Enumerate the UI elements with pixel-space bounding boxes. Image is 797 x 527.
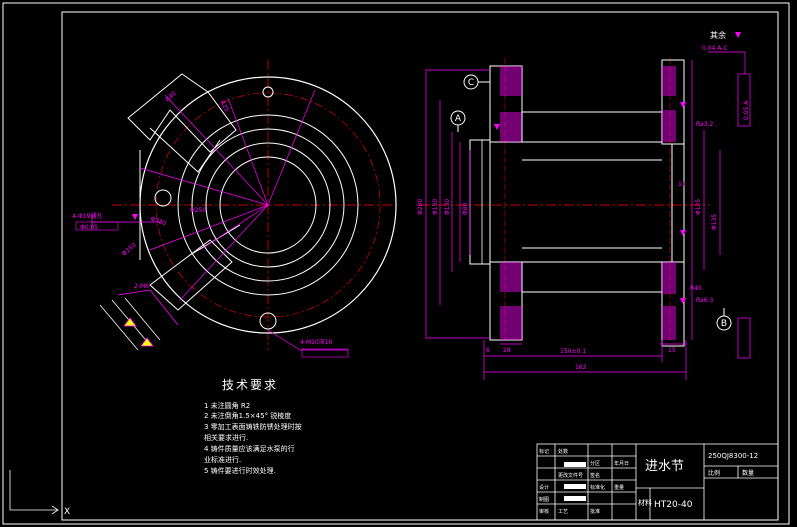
datum-b-label: B: [721, 319, 727, 329]
dim-phi280: Φ280: [417, 199, 424, 215]
title-block: [536, 443, 779, 521]
tech-req-item-7: 5 铸件要进行时效处理.: [204, 467, 276, 475]
dim-m6: 2-M6: [134, 283, 149, 290]
tb-label-design: 设计: [539, 484, 549, 491]
dim-m10: 4-M10深16: [300, 338, 333, 346]
datum-a-label: A: [455, 114, 462, 124]
dim-phi125: Φ125: [695, 199, 702, 215]
dim-position-tol: Φ0.05: [80, 224, 98, 231]
dim-6: 6: [486, 347, 490, 354]
dim-length-150: 150±0.1: [560, 348, 586, 355]
material-value: HT20-40: [654, 500, 693, 510]
tech-req-item-1: 1 未注圆角 R2: [204, 402, 251, 410]
drawing-number: 250QJ8300-12: [708, 452, 758, 460]
dim-11: 11: [678, 181, 686, 188]
part-name: 进水节: [645, 459, 684, 474]
tb-label-standard: 标准化: [590, 484, 605, 491]
dim-phi250: Φ250: [190, 207, 206, 214]
roughness-32: Ra3.2: [696, 121, 713, 128]
dim-length-162: 162: [575, 364, 587, 371]
tb-label-sign: 签名: [590, 472, 600, 479]
tol-frame-a: 0.05 A: [743, 100, 750, 120]
tb-label-change: 更改文件号: [558, 472, 583, 479]
tb-label-weight: 重量: [614, 484, 624, 491]
roughness-other-label: 其余: [710, 30, 726, 40]
material-label: 材料: [638, 498, 652, 507]
tb-label-mark: 标记: [539, 448, 549, 455]
tb-label-zone: 分区: [590, 460, 600, 467]
drawing-inner-frame: [61, 11, 779, 521]
dim-phi160: Φ160: [121, 242, 138, 258]
dim-28: 28: [503, 347, 511, 354]
qty-label: 数量: [742, 469, 754, 477]
dim-phi80: Φ80: [462, 202, 469, 215]
ucs-x-label: X: [64, 507, 70, 517]
dim-phi150: Φ150: [432, 199, 439, 215]
dim-15: 15: [668, 347, 676, 354]
tech-req-item-5: 4 铸件质量应该满足水泵的行: [204, 445, 295, 453]
ucs-icon: [9, 470, 59, 515]
dim-phi130: Φ130: [444, 199, 451, 215]
dim-r40: R40: [164, 90, 177, 103]
tb-label-approve: 批准: [590, 508, 600, 515]
tech-req-item-3: 3 零加工表面铸铁防锈处理时按: [204, 423, 302, 431]
tb-label-draw: 制图: [539, 496, 549, 503]
right-section-view: [420, 58, 710, 347]
tech-req-item-2: 2 未注倒角1.5×45° 锐棱度: [204, 412, 292, 420]
dim-phi320: Φ320: [149, 215, 167, 227]
dim-r40-right: R40: [690, 285, 702, 292]
tech-req-item-6: 业标准进行.: [204, 456, 242, 464]
tech-requirements-title: 技术要求: [222, 378, 279, 392]
tb-label-process: 工艺: [558, 509, 568, 515]
tol-frame-a-c: 0.04 A-C: [702, 45, 728, 52]
scale-label: 比例: [708, 469, 720, 477]
left-end-view: [91, 60, 400, 351]
dim-r25: R25: [218, 100, 230, 114]
tb-label-count: 处数: [558, 448, 568, 455]
tb-label-review: 审核: [539, 508, 549, 515]
tech-req-item-4: 相关要求进行.: [204, 434, 249, 442]
roughness-63: Ra6.3: [696, 297, 713, 304]
tb-label-date: 年月日: [614, 460, 629, 467]
datum-c-label: C: [468, 78, 474, 88]
dim-4-holes: 4-Φ19通孔: [72, 212, 102, 220]
dim-phi135: Φ135: [711, 214, 718, 230]
